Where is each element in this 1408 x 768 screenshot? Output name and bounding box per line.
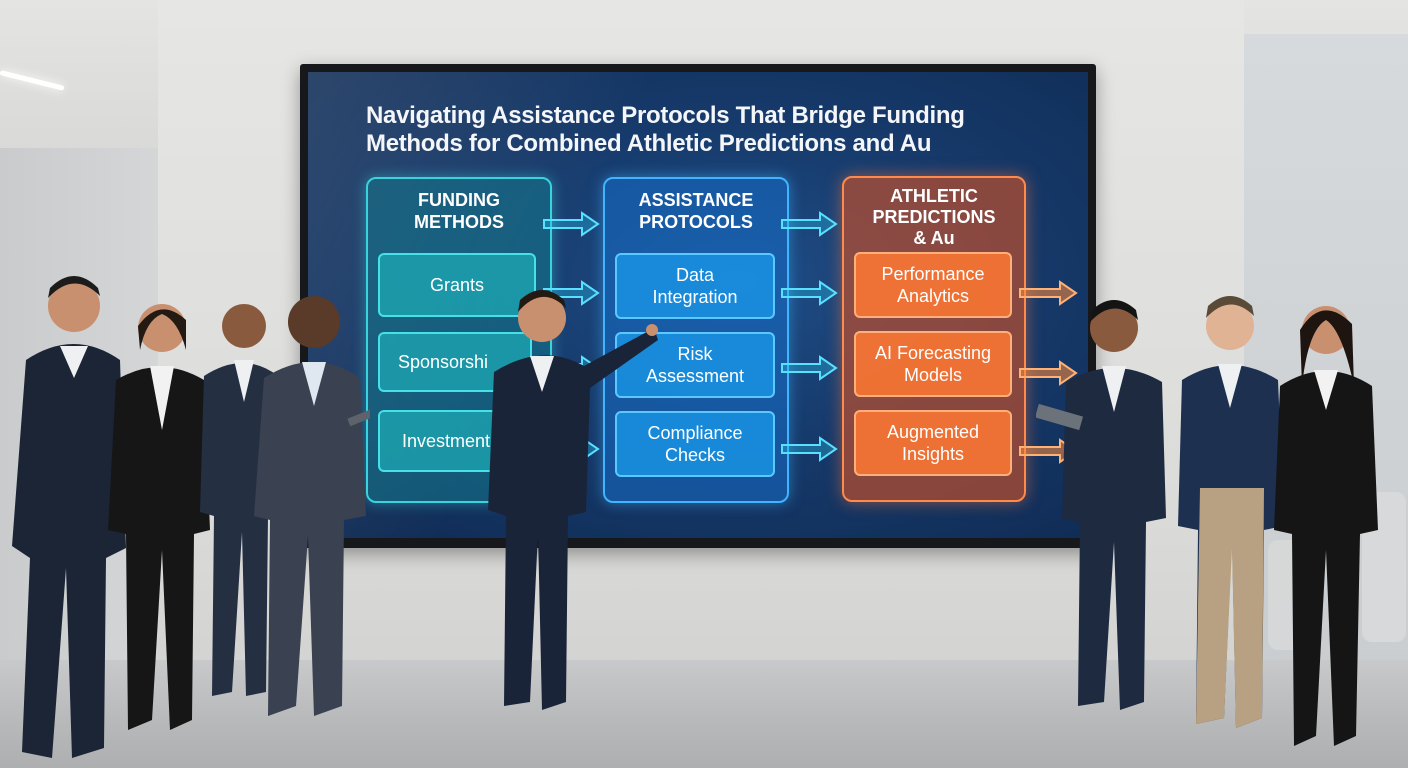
column-title: ASSISTANCE PROTOCOLS [605,189,787,233]
person-left-4 [254,296,370,716]
box-label: Integration [652,287,738,307]
slide-title-line-2: Methods for Combined Athletic Prediction… [366,130,932,157]
person-left-2 [108,304,210,730]
person-right-2 [1178,296,1284,728]
arrow-right-icon [1018,280,1078,306]
grants-box: Grants [378,253,536,317]
box-label: Analytics [896,286,969,306]
arrow-right-icon [780,436,838,462]
column-title-line: METHODS [414,212,504,232]
box-label: Investment [402,431,491,451]
column-title-line: PREDICTIONS [872,207,996,227]
box-label: Checks [664,445,725,465]
column-title-line: PROTOCOLS [639,212,753,232]
arrow-right-icon [780,211,838,237]
box-label: Sponsorshi [398,352,489,372]
box-label: Compliance [647,423,743,443]
wall-display: Navigating Assistance Protocols That Bri… [300,64,1096,548]
person-right-1 [1036,300,1166,710]
column-title-line: ATHLETIC [890,186,978,206]
slide-title-line-1: Navigating Assistance Protocols That Bri… [366,102,965,129]
display-screen: Navigating Assistance Protocols That Bri… [308,72,1088,538]
column-title-line: ASSISTANCE [638,190,754,210]
box-label: Data [675,265,715,285]
arrow-right-icon [1018,360,1078,386]
arrow-right-icon [780,355,838,381]
box-label: Augmented [886,422,980,442]
column-title: ATHLETIC PREDICTIONS & Au [844,186,1024,249]
presenter [488,290,658,710]
arrow-right-icon [542,211,600,237]
column-title-line: FUNDING [418,190,500,210]
arrow-right-icon [780,280,838,306]
column-title-line: & Au [913,228,955,248]
floor [0,660,1408,768]
box-label: AI Forecasting [874,343,992,363]
box-label: Grants [429,275,485,295]
person-right-3 [1274,306,1378,746]
person-left-1 [12,276,126,758]
box-label: Performance [881,264,985,284]
box-label: Insights [901,444,965,464]
box-label: Models [903,365,963,385]
box-label: Risk [677,344,713,364]
box-label: Assessment [645,366,745,386]
column-title: FUNDING METHODS [368,189,550,233]
slide-title: Navigating Assistance Protocols That Bri… [366,102,1006,158]
